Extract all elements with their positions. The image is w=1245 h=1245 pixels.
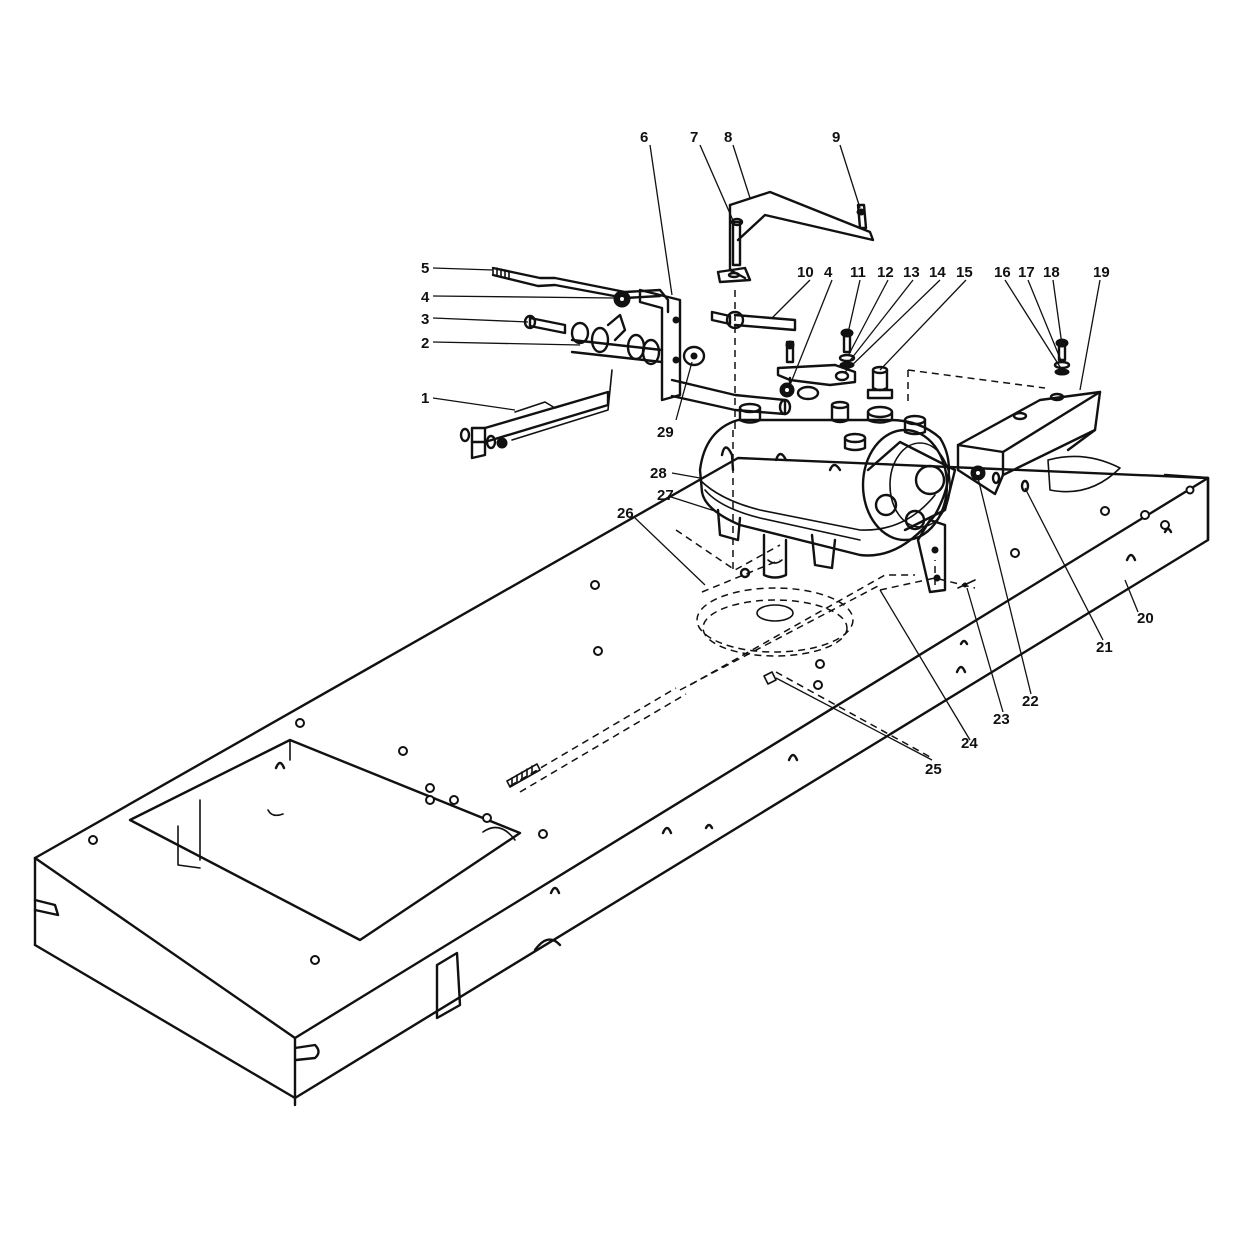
bolt-3 <box>523 314 567 335</box>
callout-3: 3 <box>421 311 429 328</box>
callout-25: 25 <box>925 761 942 778</box>
bracket-8 <box>716 190 875 284</box>
callout-6: 6 <box>640 129 648 146</box>
nut-4-right <box>779 382 795 398</box>
pin-23 <box>957 579 976 589</box>
nut-22 <box>970 465 986 481</box>
callout-28: 28 <box>650 465 667 482</box>
washer-pad <box>796 385 820 401</box>
callout-7: 7 <box>690 129 698 146</box>
callout-22: 22 <box>1022 693 1039 710</box>
callout-21: 21 <box>1096 639 1113 656</box>
bolt-21 <box>1020 479 1030 493</box>
callout-24: 24 <box>961 735 978 752</box>
screw-9 <box>856 203 868 230</box>
assembly-lines <box>509 290 1046 793</box>
callout-8: 8 <box>724 129 732 146</box>
shift-fork-bracket-1 <box>459 369 613 460</box>
link-rod-10 <box>710 310 797 332</box>
callout-2: 2 <box>421 335 429 352</box>
callout-15: 15 <box>956 264 973 281</box>
leader-lines <box>432 144 1139 761</box>
detent-spool-2 <box>570 313 664 366</box>
callout-4-left: 4 <box>421 289 430 306</box>
transaxle-assembly <box>698 402 957 594</box>
mount-bracket-19 <box>956 390 1102 496</box>
screw-25 <box>763 671 777 685</box>
chassis-frame <box>33 455 1210 1107</box>
callout-13: 13 <box>903 264 920 281</box>
callout-5: 5 <box>421 260 429 277</box>
callout-14: 14 <box>929 264 946 281</box>
callout-29: 29 <box>657 424 674 441</box>
washer-12 <box>838 353 856 363</box>
callout-9: 9 <box>832 129 840 146</box>
callout-26: 26 <box>617 505 634 522</box>
callout-16: 16 <box>994 264 1011 281</box>
callout-20: 20 <box>1137 610 1154 627</box>
key-27 <box>739 567 751 579</box>
callout-12: 12 <box>877 264 894 281</box>
callout-labels: 1 2 3 4 5 6 7 8 9 10 4 11 12 13 14 15 16… <box>421 129 1154 778</box>
bolt-7 <box>730 217 744 267</box>
shift-shaft <box>670 378 792 416</box>
nut-29 <box>682 345 706 367</box>
callout-17: 17 <box>1018 264 1035 281</box>
control-rod <box>506 763 541 788</box>
fitting-15 <box>866 365 894 424</box>
callout-4-right: 4 <box>824 264 833 281</box>
callout-23: 23 <box>993 711 1010 728</box>
spring-bolt <box>785 340 795 364</box>
callout-10: 10 <box>797 264 814 281</box>
mounting-bracket-6 <box>638 288 682 402</box>
callout-11: 11 <box>850 264 866 281</box>
fitting-lower <box>830 400 850 424</box>
nut-4-left <box>613 290 631 308</box>
callout-1: 1 <box>421 390 429 407</box>
callout-18: 18 <box>1043 264 1060 281</box>
callout-19: 19 <box>1093 264 1110 281</box>
callout-27: 27 <box>657 487 674 504</box>
